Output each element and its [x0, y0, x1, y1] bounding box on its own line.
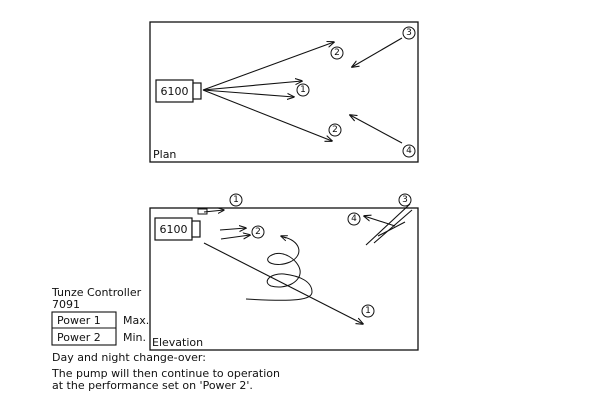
plan-view: 6100 1 2 2 3 4 Plan — [149, 21, 419, 163]
svg-text:2: 2 — [334, 48, 340, 58]
svg-text:3: 3 — [402, 195, 408, 205]
cross-current — [373, 209, 413, 244]
cross-current — [377, 221, 406, 237]
swirl-arrow-tip — [281, 236, 286, 238]
elevation-view: 6100 1 2 3 4 — [149, 193, 419, 351]
elevation-tank — [149, 207, 419, 351]
flow-arrow — [219, 228, 246, 230]
return-flow-arrow — [364, 216, 396, 227]
plan-tank — [149, 21, 419, 163]
power-1-label: Power 1 — [57, 314, 101, 327]
elevation-label: Elevation — [152, 336, 203, 349]
svg-text:3: 3 — [406, 28, 412, 38]
pump-label: 6100 — [161, 85, 189, 98]
pump-nozzle — [192, 82, 202, 100]
marker-1: 1 — [229, 193, 243, 207]
plan-label: Plan — [153, 148, 176, 161]
svg-text:1: 1 — [300, 85, 306, 95]
svg-text:1: 1 — [233, 195, 239, 205]
return-flow-arrow — [352, 37, 403, 67]
flow-arrow — [202, 81, 302, 91]
controller-legend: Tunze Controller 7091 Power 1 Power 2 Ma… — [51, 286, 149, 346]
svg-text:2: 2 — [255, 227, 261, 237]
cross-current — [365, 203, 411, 246]
svg-text:1: 1 — [365, 306, 371, 316]
elevation-pump: 6100 — [154, 217, 201, 241]
flow-arrow — [202, 42, 334, 91]
pump-nozzle — [191, 220, 201, 238]
max-label: Max. — [123, 314, 149, 327]
marker-1: 1 — [296, 83, 310, 97]
controller-model: 7091 — [52, 298, 80, 311]
flow-arrow — [202, 89, 294, 97]
svg-text:2: 2 — [332, 125, 338, 135]
marker-3: 3 — [398, 193, 412, 207]
marker-4: 4 — [347, 212, 361, 226]
marker-2: 2 — [330, 46, 344, 60]
marker-3: 3 — [402, 26, 416, 40]
controller-title: Tunze Controller — [51, 286, 142, 299]
power-2-label: Power 2 — [57, 331, 101, 344]
marker-1: 1 — [361, 304, 375, 318]
flow-arrow — [202, 89, 332, 141]
svg-text:4: 4 — [406, 146, 412, 156]
note-line-3: at the performance set on 'Power 2'. — [52, 379, 253, 392]
marker-2: 2 — [251, 225, 265, 239]
diagonal-flow-arrow — [203, 242, 363, 324]
note-line-2: The pump will then continue to operation — [51, 367, 280, 380]
marker-4: 4 — [402, 144, 416, 158]
flow-arrow — [220, 235, 250, 240]
return-flow-arrow — [350, 115, 403, 144]
notes: Day and night change-over: The pump will… — [51, 351, 280, 392]
min-label: Min. — [123, 331, 146, 344]
swirl-current — [245, 236, 313, 301]
pump-label: 6100 — [160, 223, 188, 236]
note-line-1: Day and night change-over: — [52, 351, 206, 364]
svg-text:4: 4 — [351, 214, 357, 224]
plan-pump: 6100 — [155, 79, 202, 103]
surface-flow — [203, 210, 224, 212]
marker-2: 2 — [328, 123, 342, 137]
